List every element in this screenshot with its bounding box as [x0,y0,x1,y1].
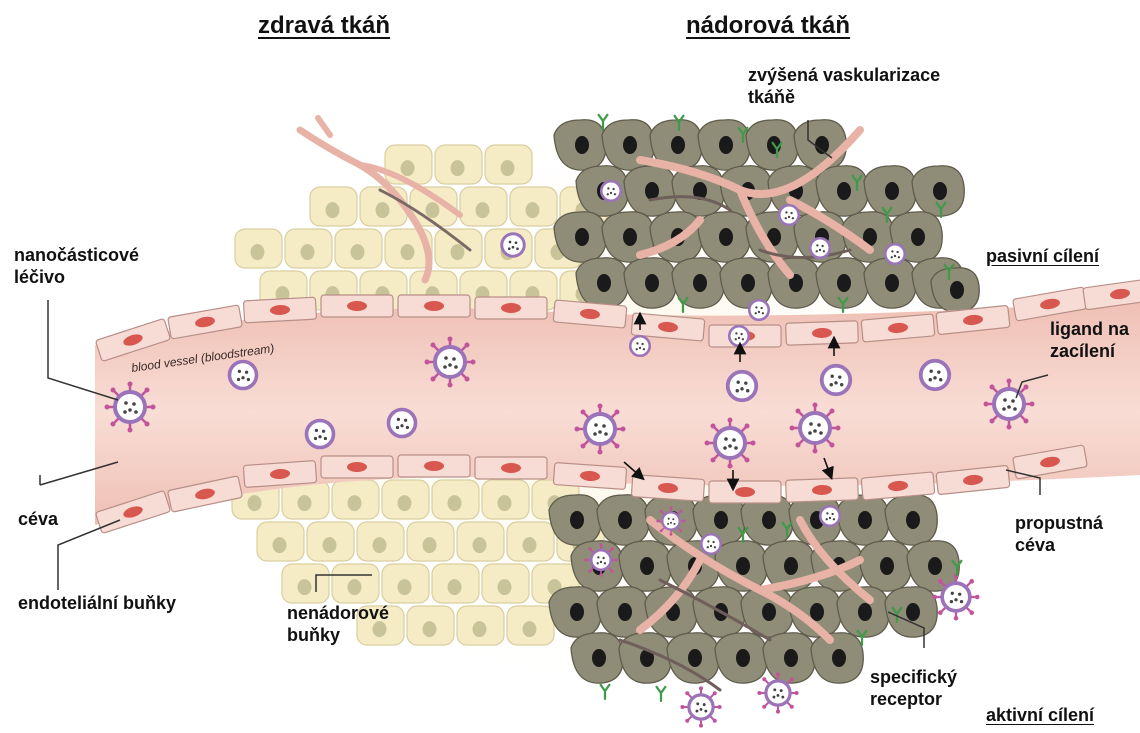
healthy-cell [382,480,429,519]
nanoparticle-icon [389,410,416,437]
healthy-cell [432,564,479,603]
nanoparticle-icon [885,244,905,264]
endothelial-cell [709,481,781,503]
endothelial-cell [243,461,316,488]
tumor-cell [885,587,937,637]
nanoparticle-icon [820,506,840,526]
healthy-cell [357,522,404,561]
healthy-cell [282,564,329,603]
healthy-cell [457,606,504,645]
nanoparticle-icon [630,336,650,356]
healthy-cell [285,229,332,268]
healthy-cell [482,480,529,519]
vascularization-label: zvýšená vaskularizace tkáňě [748,64,940,108]
nanoparticle-icon [601,181,621,201]
healthy-cell [485,145,532,184]
nanodrug-label: nanočásticové léčivo [14,244,139,288]
healthy-cell [310,187,357,226]
healthy-cell [457,522,504,561]
healthy-cell [460,187,507,226]
endothelial-cell [321,456,393,478]
endothelial-cell [243,297,316,323]
nanoparticle-icon [749,300,769,320]
passive-targeting-label: pasivní cílení [986,246,1099,267]
tumor-tissue-heading: nádorová tkáň [686,12,850,40]
ligand-nanoparticle-icon [932,573,979,620]
healthy-cell [235,229,282,268]
healthy-cell [335,229,382,268]
healthy-cell [307,522,354,561]
healthy-cell [407,522,454,561]
healthy-cell [257,522,304,561]
healthy-cell [435,145,482,184]
ligand-nanoparticle-icon [425,337,476,388]
ligand-nanoparticle-icon [656,506,685,535]
receptor-label: specifický receptor [870,666,957,710]
healthy-cell [507,522,554,561]
healthy-cell [435,229,482,268]
nanoparticle-icon [822,366,851,395]
ligand-nanoparticle-icon [790,403,841,454]
healthy-cell [385,145,432,184]
tumor-cells-top [554,120,979,312]
endothelial-cell [398,455,470,477]
tumor-cell [811,633,863,683]
ligand-nanoparticle-icon [984,379,1035,430]
endothelial-cells-label: endoteliální buňky [18,592,176,614]
ligand-nanoparticle-icon [105,382,156,433]
healthy-tissue-heading: zdravá tkáň [258,12,390,40]
healthy-cell [332,564,379,603]
nanoparticle-icon [779,205,799,225]
endothelial-cell [786,321,859,345]
ligand-nanoparticle-icon [584,543,617,576]
healthy-cell [382,564,429,603]
endothelial-cell [553,463,626,490]
nanoparticle-icon [230,362,257,389]
ligand-nanoparticle-icon [757,672,798,713]
healthy-cell [507,606,554,645]
leaky-vessel-label: propustná céva [1015,512,1103,556]
ligand-nanoparticle-icon [705,418,756,469]
healthy-cell [332,480,379,519]
endothelial-cell [475,297,547,319]
healthy-cell [482,564,529,603]
nontumor-cells-label: nenádorové buňky [287,602,389,646]
nanoparticle-icon [502,234,525,257]
endothelial-cell [475,457,547,479]
nanoparticle-icon [701,534,721,554]
healthy-cell [407,606,454,645]
vessel-label: céva [18,508,58,530]
nanoparticle-icon [810,238,830,258]
ligand-nanoparticle-icon [575,404,626,455]
ligand-nanoparticle-icon [680,686,721,727]
nanoparticle-icon [729,326,749,346]
endothelial-cell [398,295,470,317]
ligand-label: ligand na zacílení [1050,318,1129,362]
endothelial-cell [321,295,393,317]
nanoparticle-icon [307,421,334,448]
endothelial-cell [631,475,704,502]
healthy-cell [510,187,557,226]
endothelial-cell [786,478,859,502]
nanoparticle-icon [728,372,757,401]
nanoparticle-icon [921,361,950,390]
healthy-cell [432,480,479,519]
active-targeting-label: aktivní cílení [986,705,1094,726]
